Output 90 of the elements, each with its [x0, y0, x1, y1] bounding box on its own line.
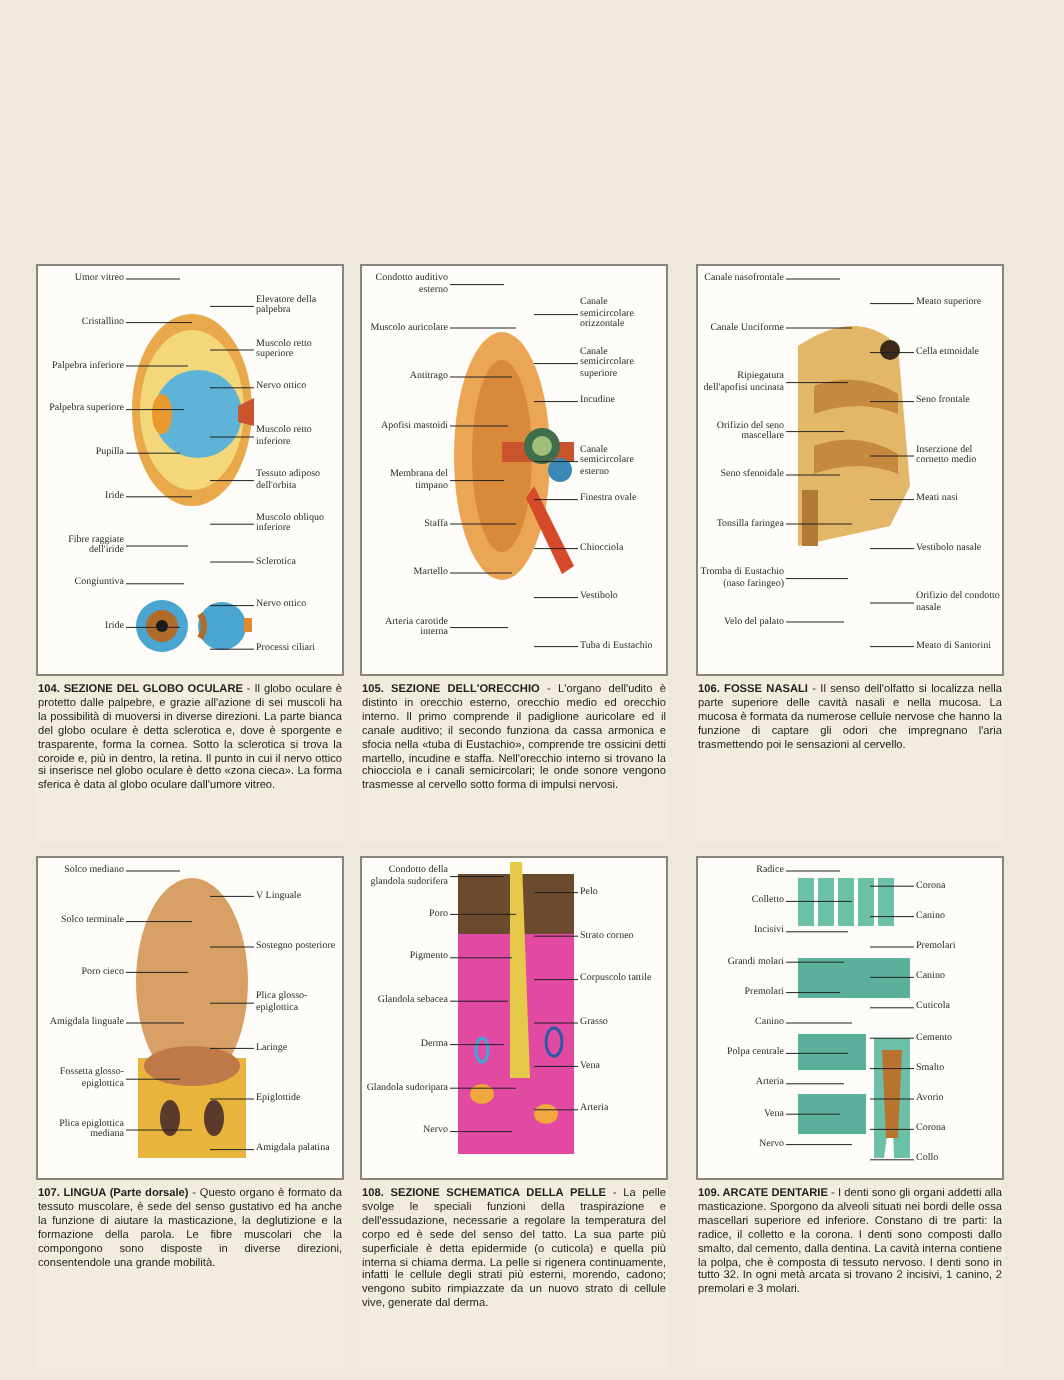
leader-line — [533, 461, 579, 463]
leader-line — [209, 305, 255, 307]
leader-line — [209, 1098, 255, 1100]
leader-line — [125, 545, 189, 547]
leader-line — [533, 314, 579, 316]
leader-line — [449, 1000, 509, 1002]
leader-line — [449, 284, 505, 286]
leader-line — [449, 572, 513, 574]
leader-line — [869, 916, 915, 918]
leader-line — [533, 363, 579, 365]
leader-line — [125, 626, 181, 628]
leader-line — [125, 496, 193, 498]
leader-line — [785, 1022, 853, 1024]
leader-line — [533, 1109, 579, 1111]
leader-line — [869, 303, 915, 305]
leader-line — [785, 992, 841, 994]
leader-line — [533, 401, 579, 403]
leader-line — [785, 278, 841, 280]
leader-line — [533, 892, 579, 894]
leader-line — [785, 870, 841, 872]
leader-line — [449, 425, 509, 427]
leader-line — [125, 322, 193, 324]
leader-line — [449, 957, 513, 959]
leader-line — [533, 646, 579, 648]
leader-line — [209, 561, 255, 563]
leader-line — [869, 548, 915, 550]
leader-line — [785, 523, 853, 525]
leader-line — [785, 900, 853, 902]
leader-line — [785, 1113, 841, 1115]
leader-line — [869, 455, 915, 457]
leader-line — [869, 976, 915, 978]
leader-line — [785, 431, 845, 433]
leader-line — [125, 365, 189, 367]
leader-line — [125, 409, 185, 411]
leader-line — [785, 1083, 845, 1085]
leader-line — [209, 387, 255, 389]
leader-line — [209, 436, 255, 438]
leader-line — [209, 1002, 255, 1004]
leader-line — [449, 1131, 513, 1133]
leader-line — [449, 876, 505, 878]
leader-line — [785, 578, 849, 580]
leader-line — [869, 1128, 915, 1130]
leader-line — [125, 1129, 193, 1131]
leader-line — [869, 1159, 915, 1161]
leader-line — [785, 961, 845, 963]
leader-line — [209, 946, 255, 948]
leader-line — [785, 382, 849, 384]
leader-line — [449, 627, 509, 629]
leader-line — [209, 605, 255, 607]
leader-line — [209, 1149, 255, 1151]
leader-line — [869, 401, 915, 403]
leader-line — [449, 1087, 517, 1089]
leader-line — [869, 1007, 915, 1009]
leader-line — [785, 474, 841, 476]
leader-line — [869, 1098, 915, 1100]
leader-line — [209, 480, 255, 482]
leader-line — [869, 646, 915, 648]
leader-line — [533, 1022, 579, 1024]
leader-line — [449, 480, 505, 482]
leader-line — [125, 870, 181, 872]
leader-line — [785, 621, 845, 623]
leader-line — [785, 327, 853, 329]
leader-line — [125, 583, 185, 585]
leader-line — [209, 648, 255, 650]
leader-line — [869, 352, 915, 354]
leader-line — [449, 523, 517, 525]
leader-line — [533, 979, 579, 981]
leader-line — [785, 931, 849, 933]
leader-line — [125, 278, 181, 280]
leader-line — [533, 548, 579, 550]
leader-line — [449, 1044, 505, 1046]
leader-line — [785, 1052, 849, 1054]
leader-line — [869, 602, 915, 604]
leader-line — [869, 946, 915, 948]
leader-line — [785, 1144, 853, 1146]
leader-line — [533, 935, 579, 937]
leader-line — [869, 885, 915, 887]
leader-line — [869, 1068, 915, 1070]
leader-line — [449, 913, 517, 915]
leader-line — [869, 499, 915, 501]
leader-line — [209, 349, 255, 351]
leader-line — [209, 523, 255, 525]
leader-line — [449, 327, 517, 329]
leader-line — [533, 499, 579, 501]
leader-line — [533, 1065, 579, 1067]
leader-line — [209, 895, 255, 897]
leader-line — [125, 452, 181, 454]
leader-line — [209, 1047, 255, 1049]
leader-line — [533, 597, 579, 599]
leader-line — [869, 1037, 915, 1039]
